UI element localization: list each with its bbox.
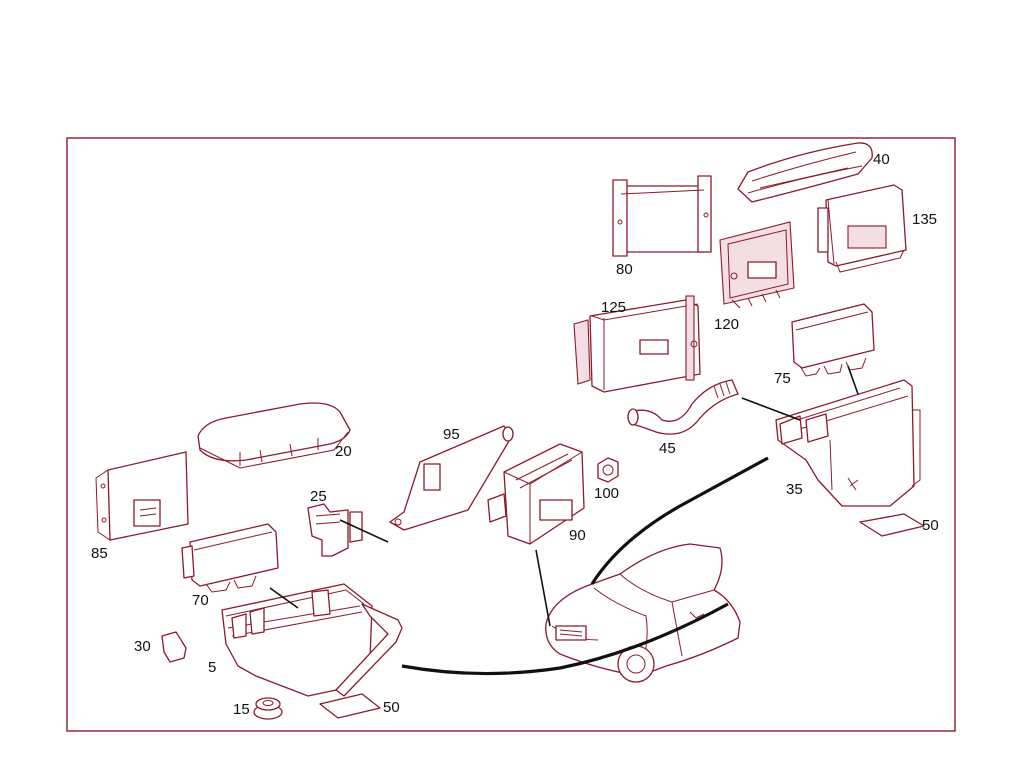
callout-95: 95 [443,426,460,443]
callout-85: 85 [91,545,108,562]
callout-135: 135 [912,211,937,228]
part-85-control-unit[interactable] [95,451,189,541]
part-15-grommet[interactable] [253,697,283,720]
part-5-fuse-box[interactable] [221,583,403,697]
part-50-pad-left[interactable] [319,693,381,719]
part-70-module[interactable] [181,523,279,593]
callout-120: 120 [714,316,739,333]
callout-50-right: 50 [922,517,939,534]
callout-100: 100 [594,485,619,502]
callout-125: 125 [601,299,626,316]
callout-5: 5 [208,659,216,676]
callout-40: 40 [873,151,890,168]
part-20-lid[interactable] [197,402,351,469]
callout-90: 90 [569,527,586,544]
callout-15: 15 [233,701,250,718]
part-40-cover[interactable] [737,142,873,203]
part-135-control-unit[interactable] [817,184,907,273]
callout-80: 80 [616,261,633,278]
part-80-control-unit[interactable] [612,175,712,257]
part-35-fuse-box[interactable] [775,379,921,507]
part-30-clip[interactable] [161,631,187,663]
part-75-module[interactable] [791,303,875,377]
callout-35: 35 [786,481,803,498]
part-50-pad-right[interactable] [859,513,925,537]
part-95-bracket[interactable] [389,425,514,531]
callout-25: 25 [310,488,327,505]
leader-lines [269,365,859,676]
part-100-nut[interactable] [597,457,619,483]
part-120-control-unit[interactable] [719,221,795,309]
callout-20: 20 [335,443,352,460]
callout-50-left: 50 [383,699,400,716]
part-25-relay[interactable] [307,503,363,557]
callout-45: 45 [659,440,676,457]
diagram-frame [66,137,956,732]
part-90-control-unit[interactable] [487,443,585,545]
part-45-hose[interactable] [627,379,739,435]
callout-70: 70 [192,592,209,609]
callout-30: 30 [134,638,151,655]
vehicle-illustration [545,543,741,683]
callout-75: 75 [774,370,791,387]
part-125-bracket[interactable] [573,295,701,393]
